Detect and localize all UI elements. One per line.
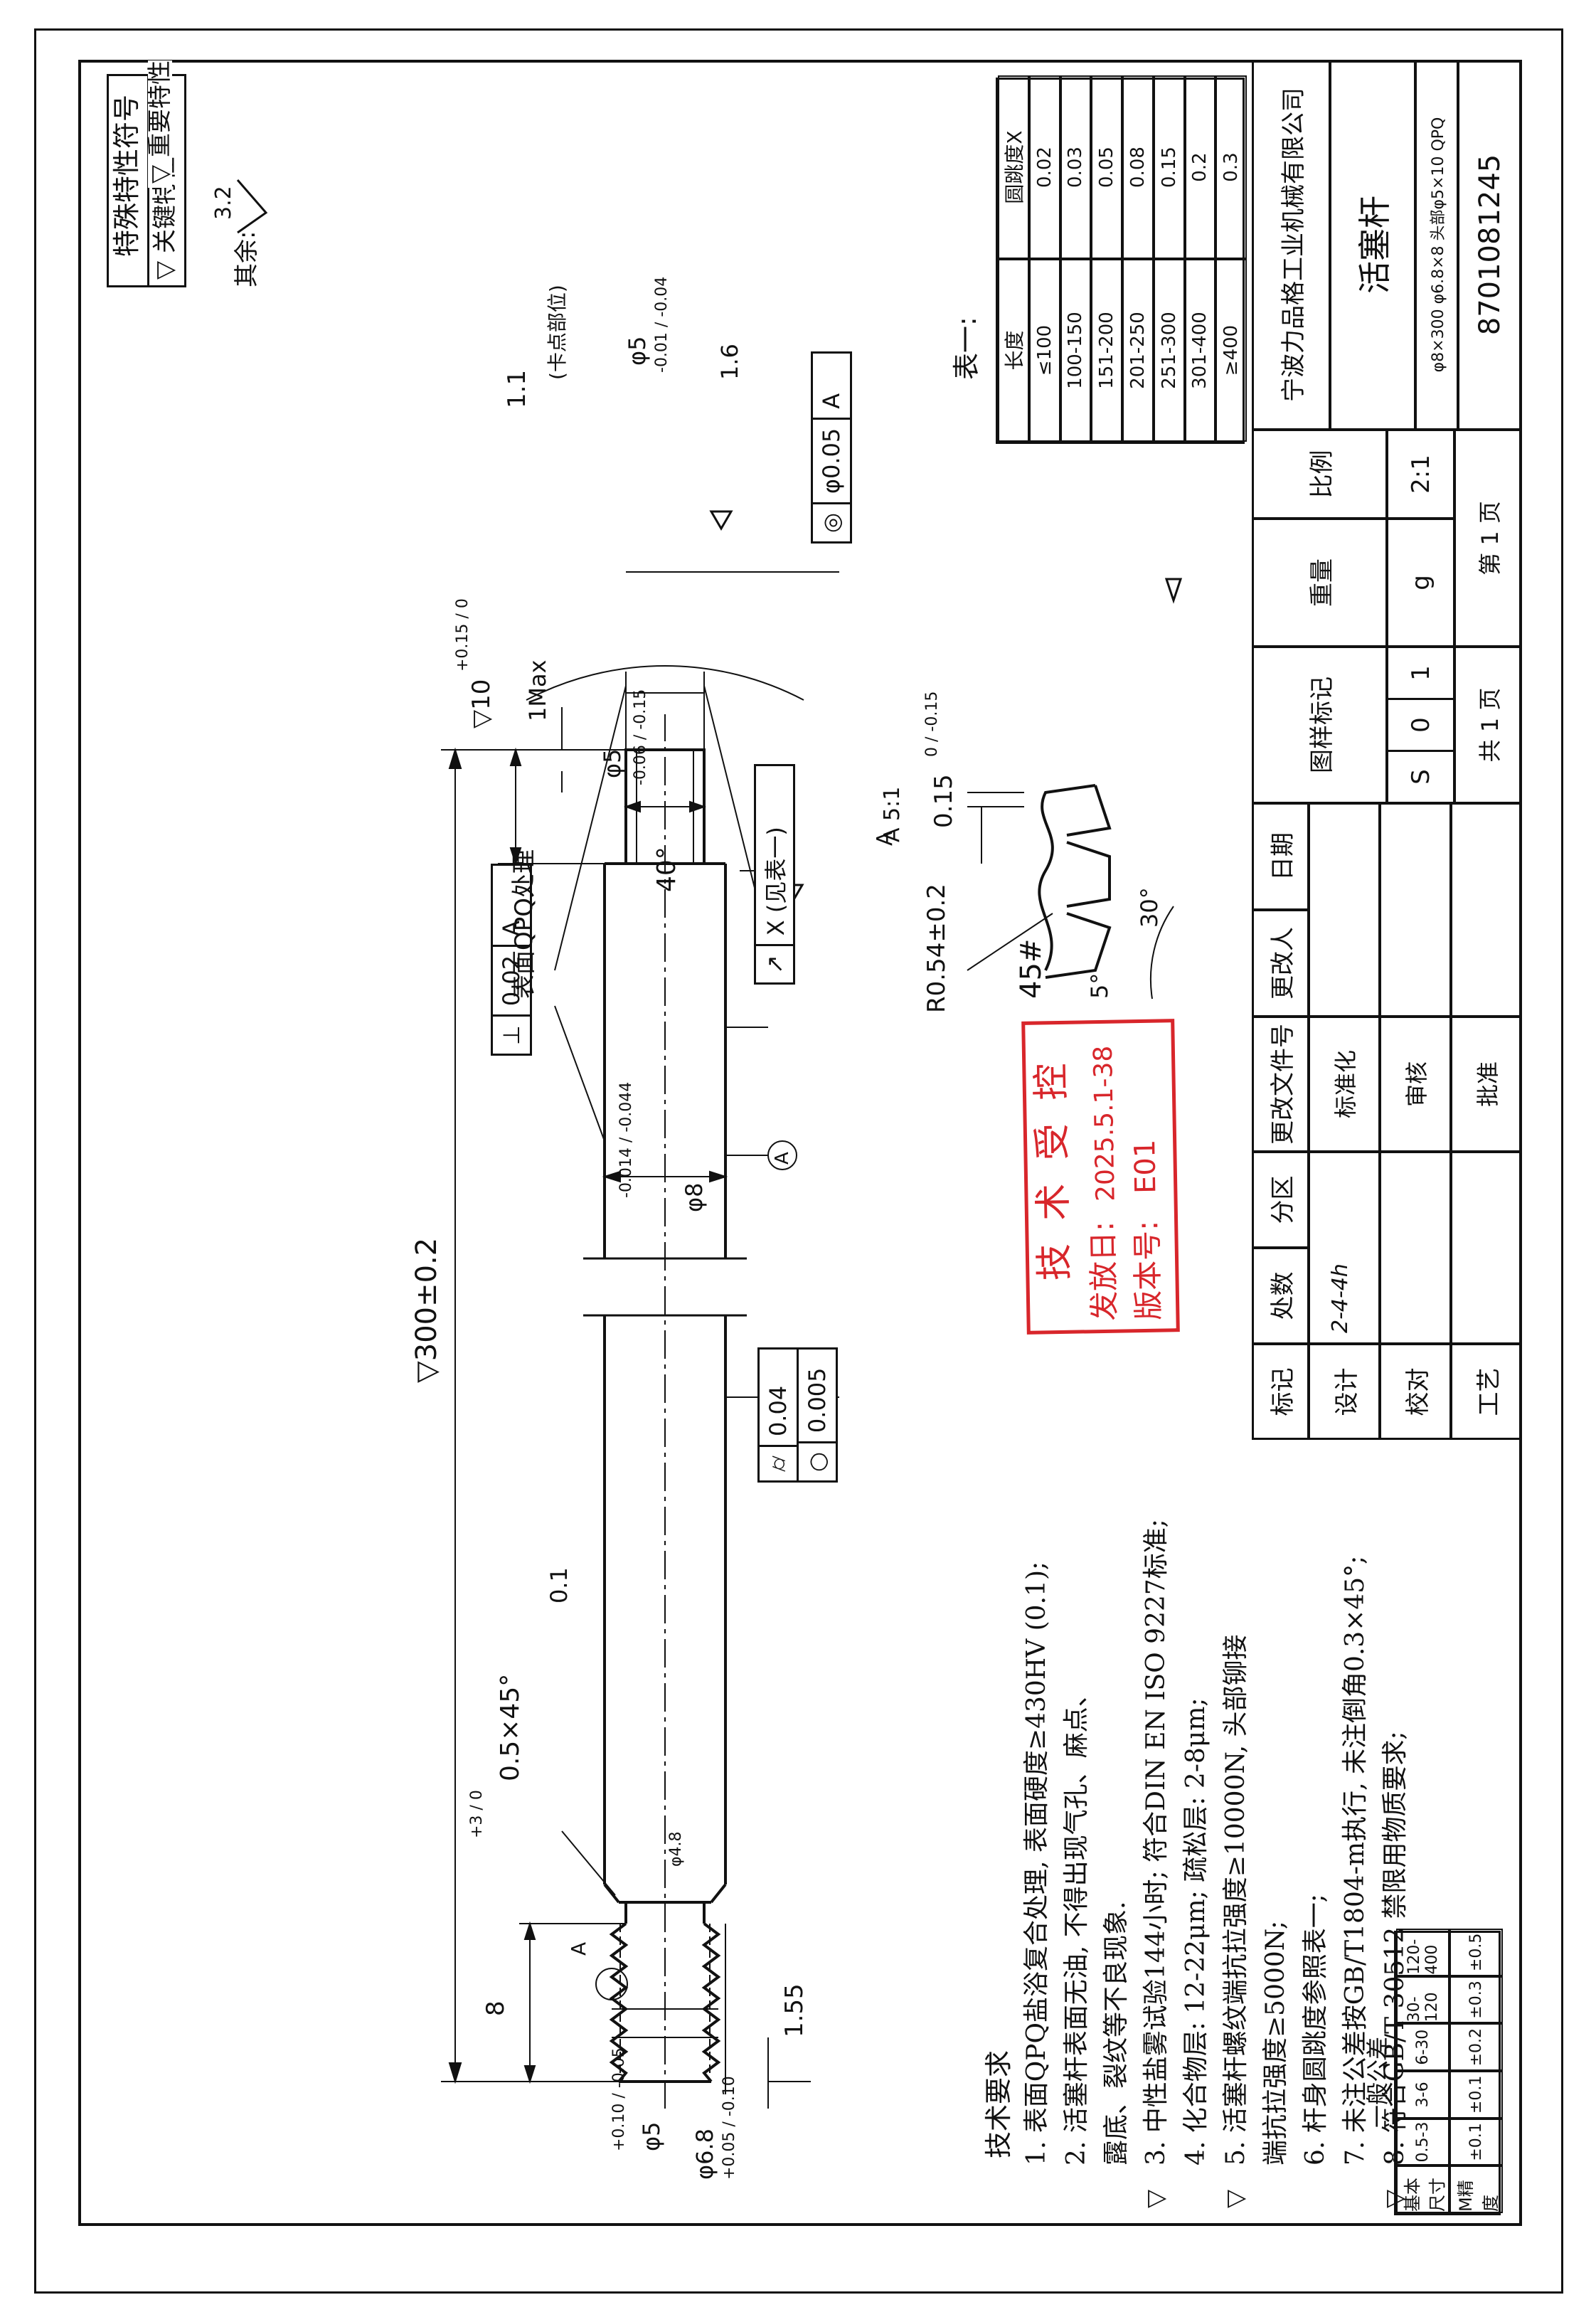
title-block-sign-cell — [1451, 1152, 1522, 1344]
key-characteristic-icon: ▽ — [1142, 2189, 1170, 2208]
dim-thread-major-tol: +0.05 / -0.10 — [720, 2076, 738, 2180]
title-block-sign-cell — [1380, 803, 1451, 1017]
runout-x-value: X (见表一) — [762, 827, 789, 936]
general-tolerance-header: M精度 — [1449, 2165, 1503, 2213]
runout-icon: ↗ — [756, 944, 793, 982]
title-block-role2: 批准 — [1451, 1017, 1522, 1152]
key-characteristic-icon: ▽ — [1380, 2189, 1409, 2208]
title-block-page: 第 1 页 — [1454, 430, 1522, 647]
view-a-label: A — [567, 1941, 590, 1956]
dim-rough-01: 0.1 — [546, 1567, 573, 1603]
dim-thread-minor: φ5 — [638, 2121, 665, 2151]
tech-requirement-item: 1. 表面QPQ盐浴复合处理, 表面硬度≥430HV (0.1); — [1022, 1561, 1051, 2165]
dim-head-dia-tol: -0.06 / -0.15 — [632, 689, 649, 785]
rest-roughness-value: 3.2 — [211, 186, 236, 220]
title-block-stage-cell: 0 — [1387, 699, 1454, 751]
title-block-weight-label: 重量 — [1252, 519, 1387, 647]
detail-angle-30: 30° — [1136, 887, 1163, 928]
circularity-frame: ○ 0.005 — [797, 1347, 838, 1483]
concentric-datum: A — [818, 393, 845, 409]
tech-requirements-list: 1. 表面QPQ盐浴复合处理, 表面硬度≥430HV (0.1); 2. 活塞杆表… — [1022, 1141, 1437, 2208]
tech-requirements-title: 技术要求 — [983, 2050, 1014, 2158]
dim-head-dia: φ5 — [599, 748, 626, 778]
title-block-role2: 审核 — [1380, 1017, 1451, 1152]
roughness-icon — [236, 179, 268, 234]
tech-requirement-item: 端抗拉强度≥5000N; — [1261, 1920, 1290, 2165]
dim-thread-minor-tol: +0.10 / -0.05 — [610, 2047, 628, 2151]
title-block-header: 更改人 — [1252, 910, 1309, 1017]
title-block-spec: φ8×300 φ6.8×8 头部φ5×10 QPQ — [1415, 60, 1458, 430]
dim-shaft-tol: -0.014 / -0.044 — [617, 1081, 635, 1198]
tech-requirement-item: 4. 化合物层: 12-22μm; 疏松层: 2-8μm; — [1181, 1697, 1211, 2165]
dim-thread-tol: +3 / 0 — [468, 1790, 486, 1838]
title-block-header: 日期 — [1252, 803, 1309, 910]
dim-thread-len: 8 — [482, 2000, 510, 2016]
title-block-part-name: 活塞杆 — [1330, 60, 1415, 430]
dim-chamfer: 0.5×45° — [496, 1673, 525, 1781]
title-block-total-pages: 共 1 页 — [1454, 647, 1522, 803]
title-block-scale-label: 比例 — [1252, 430, 1387, 519]
dim-rivet-tol: -0.01 / -0.04 — [653, 276, 671, 373]
dim-angle-40: 40° — [652, 847, 681, 892]
dim-rivet-len: 1.1 — [503, 369, 531, 408]
tech-requirement-item: 5. 活塞杆螺纹端抗拉强度≥10000N, 头部铆接 — [1221, 1634, 1250, 2165]
special-symbols-important: ▽ 重要特性 — [146, 60, 174, 188]
runout-x-frame: ↗ X (见表一) — [754, 764, 795, 985]
concentric-value: φ0.05 — [813, 417, 850, 503]
dim-rough-16: 1.6 — [716, 344, 743, 380]
perpendicularity-icon: ⊥ — [493, 1014, 530, 1054]
detail-depth: 0.15 — [930, 774, 958, 828]
title-block-stage-cell: S — [1387, 751, 1454, 803]
circularity-icon: ○ — [799, 1441, 836, 1480]
detail-angle-5: 5° — [1086, 972, 1113, 999]
circularity-value: 0.005 — [804, 1367, 831, 1433]
title-block-sign-cell — [1451, 803, 1522, 1017]
title-block-header: 更改文件号 — [1252, 1017, 1309, 1152]
tech-requirement-item: 露底、裂纹等不良现象. — [1102, 1901, 1131, 2165]
dim-shaft-dia: φ8 — [681, 1182, 708, 1212]
dim-one-max: 1Max — [524, 659, 551, 721]
dim-pitch: 1.55 — [780, 1983, 809, 2037]
tech-requirement-item: 2. 活塞杆表面无油, 不得出现气孔、麻点、 — [1062, 1681, 1091, 2165]
detail-radius: R0.54±0.2 — [922, 884, 951, 1013]
key-characteristic-icon: ▽ — [1221, 2189, 1250, 2208]
title-block-weight: g — [1387, 519, 1454, 647]
title-block-stage-label: 图样标记 — [1252, 647, 1387, 803]
tech-requirement-item: 3. 中性盐雾试验144小时; 符合DIN EN ISO 9227标准; — [1142, 1519, 1171, 2165]
title-block-role: 工艺 — [1451, 1344, 1522, 1440]
concentricity-frame: ◎ φ0.05 A — [811, 351, 852, 544]
detail-a-title: A 5:1 — [880, 786, 905, 842]
title-block-scale: 2:1 — [1387, 430, 1454, 519]
tech-requirement-item: 7. 未注公差按GB/T1804-m执行, 未注倒角0.3×45°; — [1341, 1555, 1370, 2165]
concentric-icon: ◎ — [813, 502, 850, 541]
tech-requirement-item: 8. 符合GB/T 30512 禁限用物质要求; — [1380, 1731, 1410, 2165]
title-block-sign-cell — [1309, 803, 1380, 1017]
dim-rivet-dia: φ5 — [624, 336, 651, 366]
title-block-company: 宁波力品格工业机械有限公司 — [1252, 60, 1330, 430]
dim-thread-major: φ6.8 — [691, 2128, 718, 2180]
title-block-stage-cell: 1 — [1387, 647, 1454, 699]
datum-a-circle-label: A — [772, 1152, 793, 1165]
dim-head-length: ▽10 — [467, 679, 496, 728]
dim-undercut: φ4.8 — [667, 1831, 685, 1867]
title-block-drawing-no: 8701081245 — [1458, 60, 1522, 430]
detail-a-thread — [1038, 784, 1174, 1000]
title-block-material: 45# — [1015, 938, 1048, 999]
rest-roughness-label: 其余: — [233, 230, 261, 287]
qpq-note: 表面QPQ处理 — [510, 849, 538, 999]
runout-total-icon: ⌭ — [760, 1445, 797, 1480]
dim-overall-length: ▽300±0.2 — [410, 1237, 443, 1383]
dim-head-length-tol: +0.15 / 0 — [454, 598, 472, 672]
runout-value: 0.04 — [765, 1385, 792, 1437]
detail-depth-tol: 0 / -0.15 — [923, 691, 941, 757]
tech-requirement-item: 6. 杆身圆跳度参照表一; — [1301, 1894, 1330, 2165]
dim-rivet-note: (卡点部位) — [546, 285, 569, 380]
runout-frame: ⌭ 0.04 — [757, 1347, 799, 1483]
title-block-role2: 标准化 — [1309, 1017, 1380, 1152]
